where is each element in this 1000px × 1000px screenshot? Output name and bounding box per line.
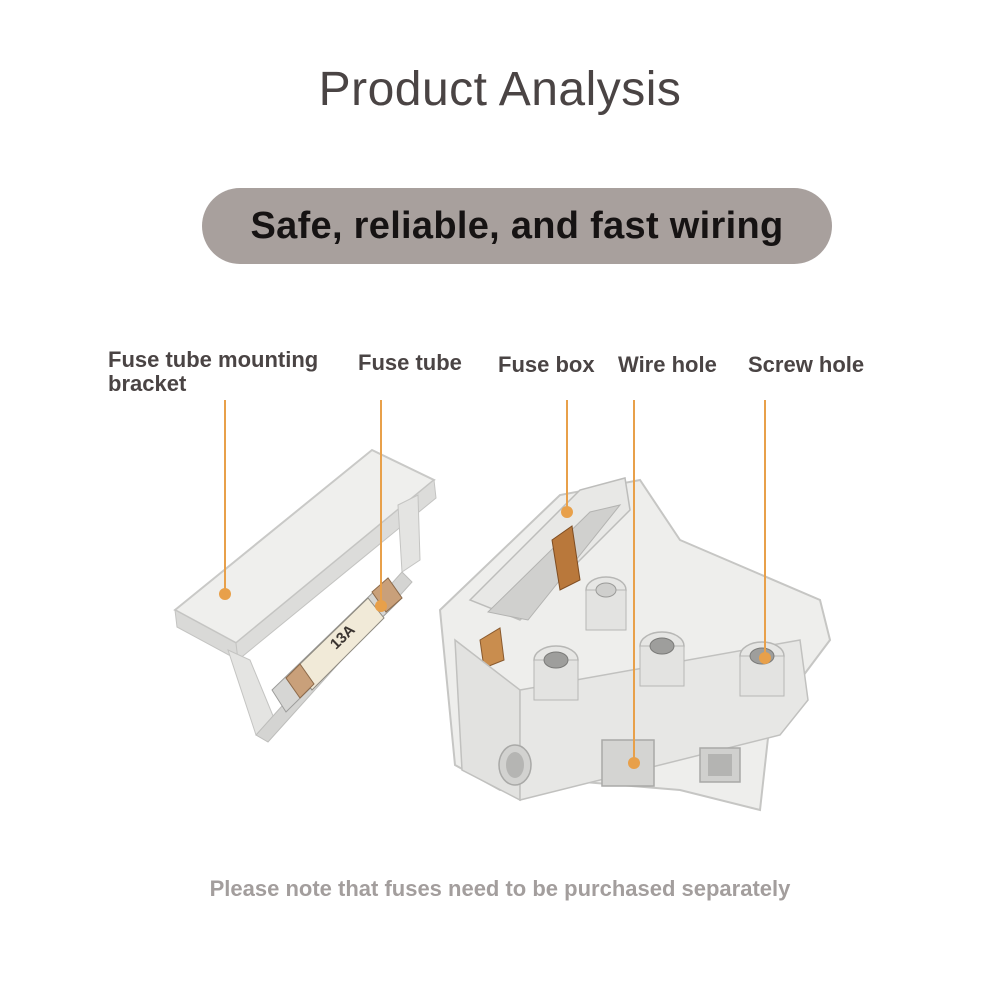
page-title: Product Analysis [318, 63, 682, 116]
subtitle-text: Safe, reliable, and fast wiring [250, 204, 784, 247]
label-fuse-box: Fuse box [498, 352, 595, 377]
callout-dot-wire-hole [628, 757, 640, 769]
label-bracket-line2: bracket [108, 371, 187, 396]
callout-lines [219, 400, 771, 769]
label-screw-hole: Screw hole [748, 352, 865, 377]
label-fuse-tube-mounting-bracket: Fuse tube mounting bracket [108, 348, 318, 396]
purchase-note: Please note that fuses need to be purcha… [209, 876, 791, 901]
label-bracket-line1: Fuse tube mounting [108, 347, 319, 372]
callout-dot-bracket [219, 588, 231, 600]
callout-dot-fuse-box [561, 506, 573, 518]
label-wire-hole: Wire hole [618, 352, 717, 377]
fuse-bracket-image: 13A [173, 448, 437, 743]
fuse-tube-image: 13A [271, 577, 403, 713]
callout-dot-screw-hole [759, 652, 771, 664]
label-fuse-tube: Fuse tube [358, 350, 462, 375]
callout-dot-fuse-tube [375, 600, 387, 612]
subtitle-banner: Safe, reliable, and fast wiring [202, 188, 832, 264]
